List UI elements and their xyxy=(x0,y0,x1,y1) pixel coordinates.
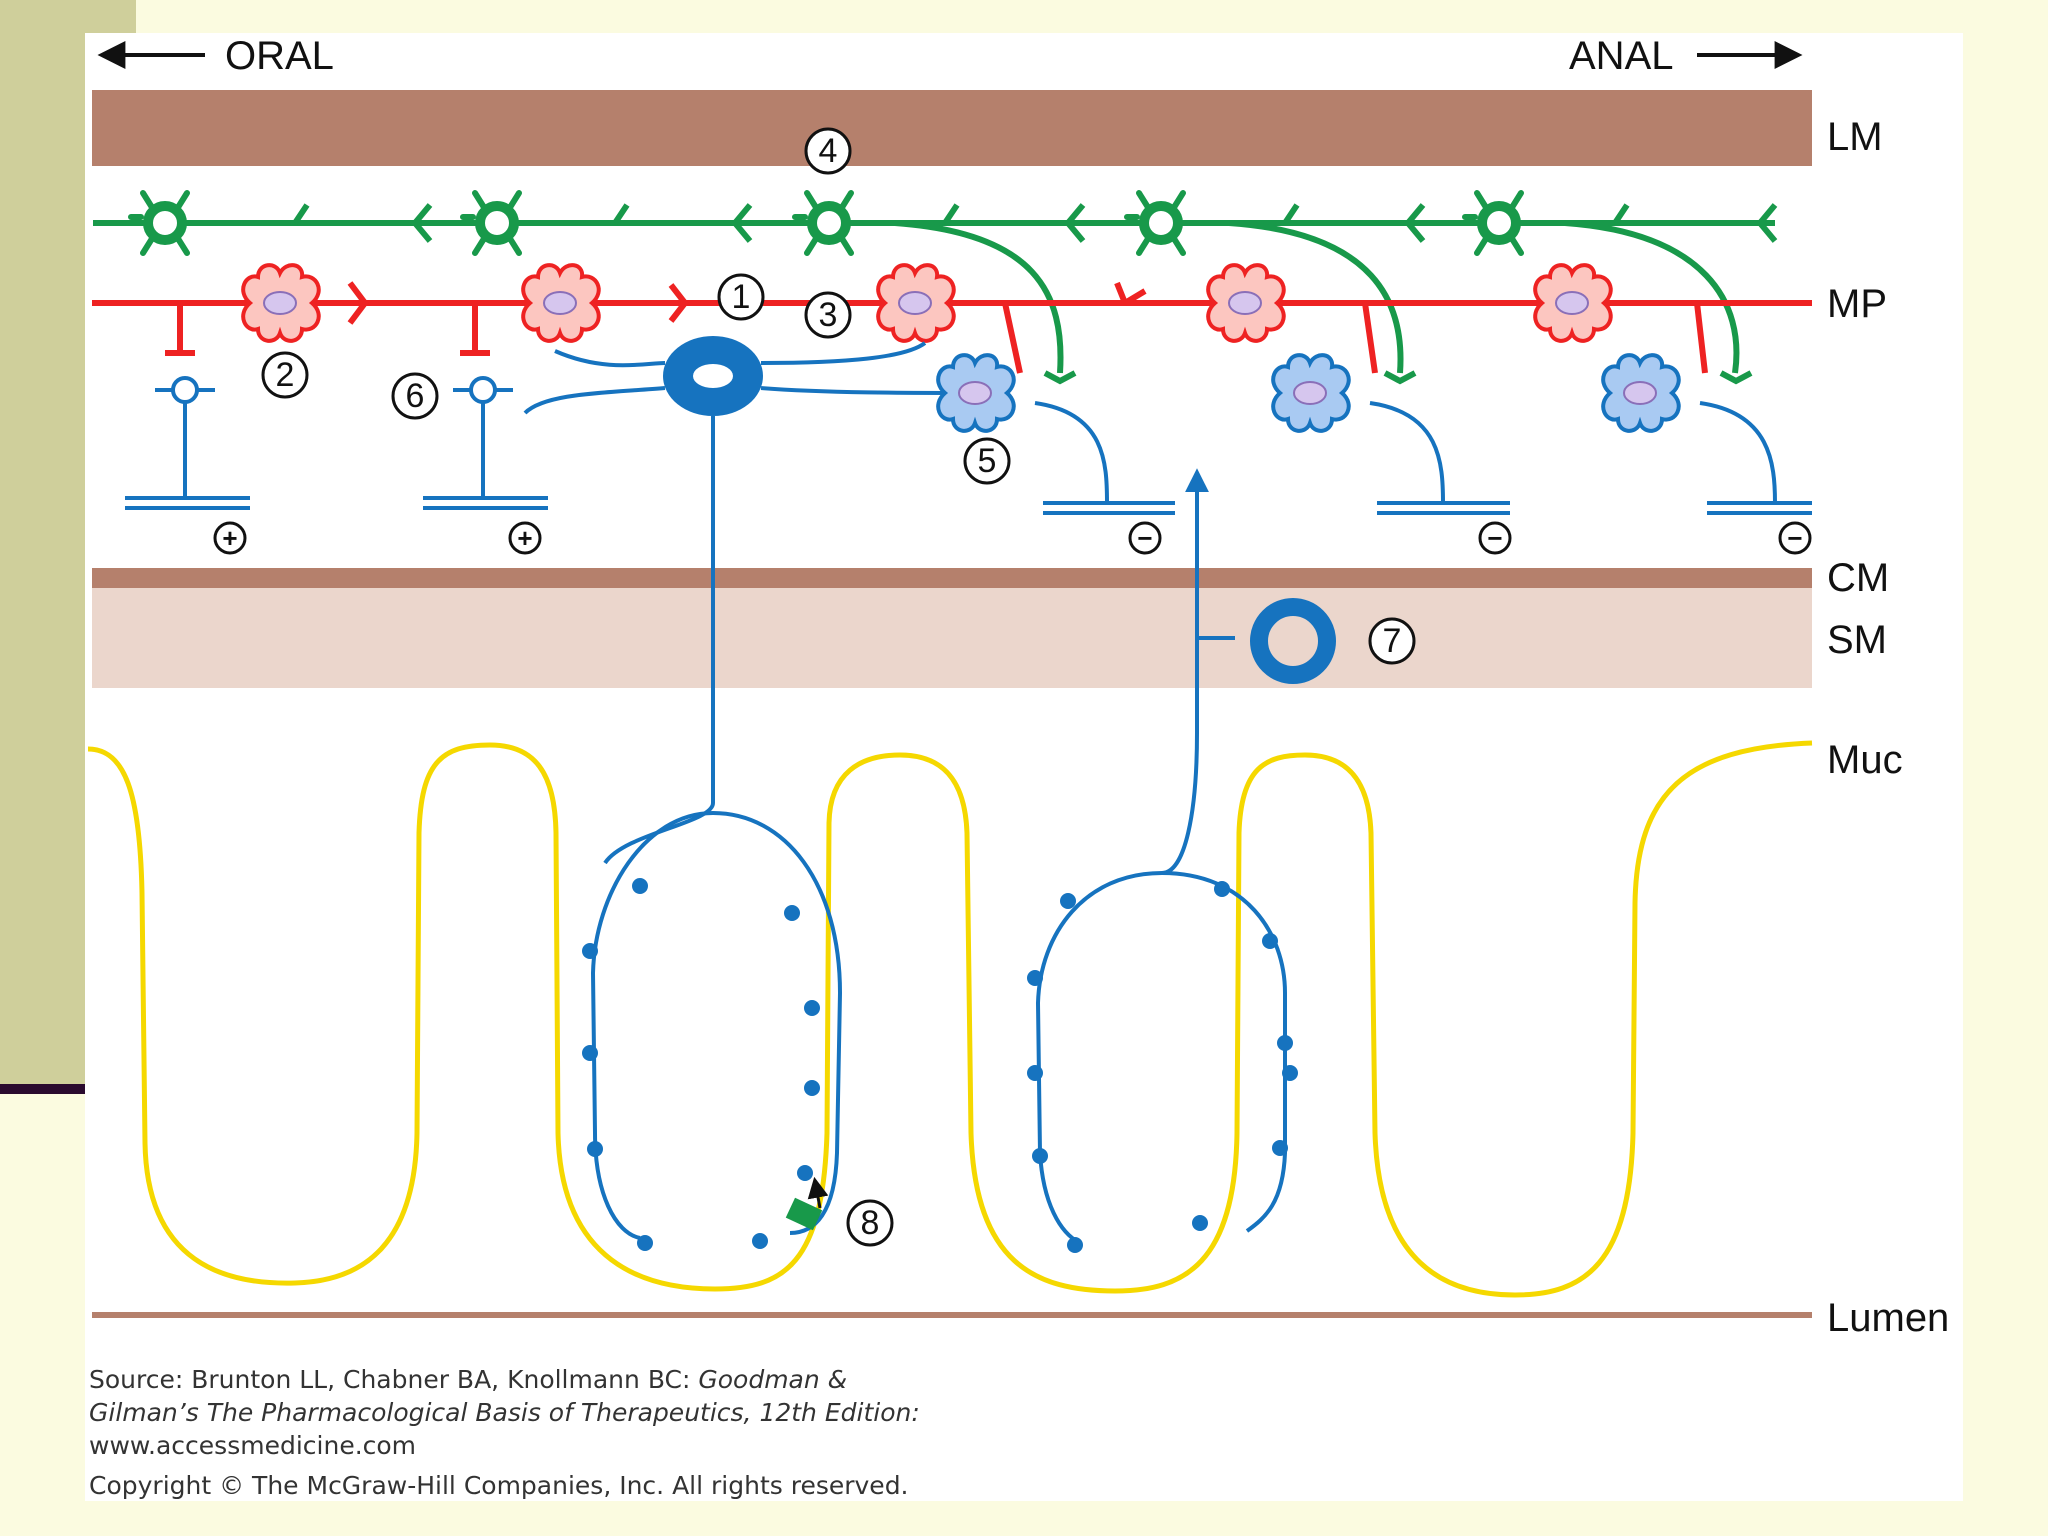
red-neuron-chain xyxy=(92,263,1812,374)
num-1: 1 xyxy=(732,278,751,316)
num-7: 7 xyxy=(1383,622,1402,660)
enteric-diagram: ORAL ANAL LM MP CM SM Muc Lumen xyxy=(87,34,1949,1340)
source-url: www.accessmedicine.com xyxy=(89,1431,417,1460)
direction-anal: ANAL xyxy=(1569,34,1803,78)
sign-plus-2: + xyxy=(517,523,532,553)
cm-label: CM xyxy=(1827,556,1889,600)
enteric-nervous-system-figure: ORAL ANAL LM MP CM SM Muc Lumen xyxy=(85,33,1963,1501)
oral-label: ORAL xyxy=(225,34,334,78)
source-line1-b: Goodman & xyxy=(698,1365,848,1394)
sign-plus-1: + xyxy=(222,523,237,553)
num-3: 3 xyxy=(819,296,838,334)
mucosal-endings xyxy=(582,878,1298,1253)
inhibitory-motor-neuron-c xyxy=(1601,353,1681,433)
blue-neuron-network xyxy=(125,336,1812,1245)
muc-label: Muc xyxy=(1827,738,1903,782)
num-5: 5 xyxy=(978,442,997,480)
sign-minus-2: − xyxy=(1487,523,1502,553)
mp-label: MP xyxy=(1827,282,1887,326)
source-citation: Source: Brunton LL, Chabner BA, Knollman… xyxy=(89,1363,1189,1462)
slide-left-rule xyxy=(0,1084,100,1094)
green-neuron-chain xyxy=(93,193,1778,385)
circular-muscle-layer xyxy=(92,568,1812,588)
submucosal-neuron-7 xyxy=(1250,598,1336,684)
effect-signs: + + − − − xyxy=(213,521,1812,555)
lumen-label: Lumen xyxy=(1827,1296,1949,1340)
num-8: 8 xyxy=(861,1204,880,1242)
source-line1-a: Source: Brunton LL, Chabner BA, Knollman… xyxy=(89,1365,699,1394)
enteroendocrine-cell-8 xyxy=(785,1197,823,1231)
anal-label: ANAL xyxy=(1569,34,1674,78)
submucosa-layer xyxy=(92,588,1812,688)
sign-minus-3: − xyxy=(1787,523,1802,553)
inhibitory-motor-neuron-b xyxy=(1271,353,1351,433)
source-line2: Gilman’s The Pharmacological Basis of Th… xyxy=(89,1398,920,1427)
direction-oral: ORAL xyxy=(97,34,334,78)
longitudinal-muscle-layer xyxy=(92,90,1812,166)
num-2: 2 xyxy=(276,356,295,394)
sign-minus-1: − xyxy=(1137,523,1152,553)
inhibitory-motor-neuron-5 xyxy=(936,353,1016,433)
num-6: 6 xyxy=(406,377,425,415)
copyright-notice: Copyright © The McGraw-Hill Companies, I… xyxy=(89,1471,909,1500)
lm-label: LM xyxy=(1827,115,1883,159)
num-4: 4 xyxy=(819,132,838,170)
number-labels: 1 2 3 4 5 6 7 8 xyxy=(261,127,1416,1247)
sm-label: SM xyxy=(1827,618,1887,662)
mucosa-villi-outline xyxy=(87,740,1813,1298)
